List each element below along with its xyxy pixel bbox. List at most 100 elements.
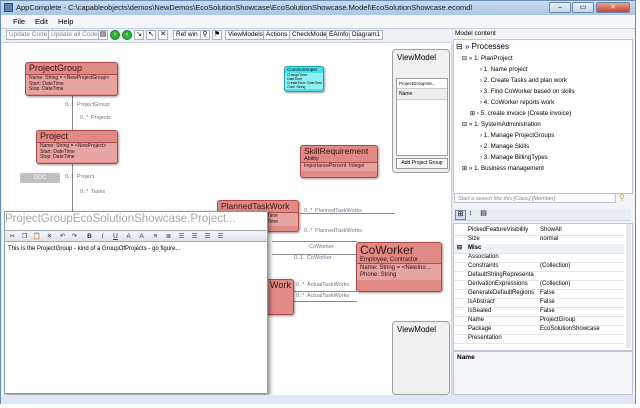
align-center-icon[interactable]: ☰ xyxy=(191,233,198,240)
tool-a-icon[interactable]: ⚲ xyxy=(200,30,210,40)
tree-item[interactable]: ⊟ » 1. SystemAdministration xyxy=(462,120,541,129)
categorized-icon[interactable]: ⊞ xyxy=(455,210,466,220)
tree-root[interactable]: ⊟ » Processes xyxy=(456,42,509,51)
copy-icon[interactable]: ❐ xyxy=(21,233,28,240)
tool-b-icon[interactable]: ⚑ xyxy=(212,30,222,40)
back-icon[interactable]: ‹ xyxy=(122,30,132,40)
justify-icon[interactable]: ☰ xyxy=(217,233,224,240)
align-left-icon[interactable]: ☰ xyxy=(178,233,185,240)
tree-item[interactable]: › 1. Manage ProjectGroups xyxy=(480,131,554,140)
bold-icon[interactable]: B xyxy=(87,233,92,240)
collapse-icon[interactable]: ⊟ xyxy=(456,42,463,51)
viewmodels-button[interactable]: ViewModels xyxy=(225,30,266,40)
tree-item[interactable]: › 1. Name project xyxy=(480,65,527,74)
class-commonsuper[interactable]: CommonSuper ChangeTime: DateTime CreateT… xyxy=(284,66,324,92)
cross-icon[interactable]: ✕ xyxy=(158,30,168,40)
numbered-list-icon[interactable]: ≣ xyxy=(165,233,172,240)
model-tree[interactable]: ⊟ » Processes ⊟ » 1. PlanProject › 1. Na… xyxy=(453,39,633,194)
close-button[interactable]: ✕ xyxy=(596,2,630,13)
tree-item[interactable]: ⊞ › 5. create invoice (Create invoice) xyxy=(470,109,571,118)
property-row[interactable]: Presentation xyxy=(454,334,624,344)
cut-icon[interactable]: ✂ xyxy=(9,233,16,240)
pointer-icon[interactable]: ↖ xyxy=(146,30,156,40)
undo-icon[interactable]: ↶ xyxy=(59,233,66,240)
delete-icon[interactable]: ✕ xyxy=(46,233,53,240)
redo-icon[interactable]: ↷ xyxy=(71,233,78,240)
ref-win-button[interactable]: Ref win xyxy=(173,30,201,40)
tree-item[interactable]: › 3. Manage BillingTypes xyxy=(480,153,548,162)
property-value[interactable]: ProjectGroup xyxy=(540,317,576,323)
search-input[interactable]: Start a search like this [Class].[Member… xyxy=(454,193,616,203)
forward-icon[interactable]: › xyxy=(110,30,120,40)
documentation-text[interactable]: This is the ProjectGroup - kind of a Gro… xyxy=(8,246,181,252)
tree-item[interactable]: › 3. Find CoWorker based on skills xyxy=(480,87,574,96)
property-scrollbar[interactable] xyxy=(626,224,631,348)
menu-file[interactable]: File xyxy=(13,17,26,26)
property-value[interactable]: False xyxy=(540,308,555,314)
property-section[interactable]: ⊟Misc xyxy=(454,244,624,254)
minimize-button[interactable]: – xyxy=(549,2,571,13)
update-all-code-button[interactable]: Update all Code xyxy=(48,30,101,40)
class-coworker[interactable]: CoWorker Employee, Contractor Name: Stri… xyxy=(356,242,442,292)
multiplicity: 0..1 xyxy=(294,255,304,261)
add-project-group-button[interactable]: Add Project Group xyxy=(396,158,448,169)
assoc-line xyxy=(272,241,357,242)
property-value[interactable]: (Collection) xyxy=(540,281,571,287)
tree-item[interactable]: › 4. CoWorker reports work xyxy=(480,98,554,107)
property-row[interactable]: Association xyxy=(454,253,624,263)
class-project[interactable]: Project Name: String = <NewProject> Star… xyxy=(36,130,118,164)
class-skillrequirement[interactable]: SkillRequirement Ability ImportancePerce… xyxy=(300,145,378,178)
tree-item[interactable]: › 2. Manage Skills xyxy=(480,142,529,151)
underline-icon[interactable]: U xyxy=(113,233,118,240)
property-value[interactable]: ShowAll xyxy=(540,227,562,233)
properties-icon[interactable]: ▤ xyxy=(480,210,487,217)
align-right-icon[interactable]: ☰ xyxy=(204,233,211,240)
tab-diagram1[interactable]: Diagram1 xyxy=(349,30,384,40)
model-content-label: Model content xyxy=(455,30,496,37)
property-value[interactable]: normal xyxy=(540,236,559,242)
expand-icon[interactable]: ⊞ xyxy=(470,110,476,117)
collapse-icon[interactable]: ⊟ xyxy=(462,55,468,62)
tree-item[interactable]: › 2. Create Tasks and plan work xyxy=(480,76,567,85)
ea-info-button[interactable]: EAInfo xyxy=(326,30,352,40)
document-icon[interactable]: ▤ xyxy=(98,30,108,40)
alphabetical-icon[interactable]: ↕ xyxy=(468,210,473,217)
collapse-icon[interactable]: ⊟ xyxy=(457,245,463,251)
arrow-down-right-icon[interactable]: ↘ xyxy=(134,30,144,40)
search-go-icon[interactable]: ⚲ xyxy=(619,193,625,202)
property-value[interactable]: False xyxy=(540,290,555,296)
class-actualtaskwork[interactable]: Work xyxy=(266,279,294,315)
property-row[interactable]: Constraints(Collection) xyxy=(454,262,624,272)
property-value[interactable]: False xyxy=(540,299,555,305)
collapse-icon[interactable]: ⊟ xyxy=(462,121,468,128)
expand-icon[interactable]: ⊞ xyxy=(462,165,468,172)
menu-help[interactable]: Help xyxy=(58,17,74,26)
check-model-button[interactable]: CheckModel xyxy=(289,30,332,40)
bullet-list-icon[interactable]: ≡ xyxy=(153,233,158,240)
property-value[interactable]: (Collection) xyxy=(540,263,571,269)
property-value[interactable]: EcoSolutionShowcase xyxy=(540,326,600,332)
actions-button[interactable]: Actions xyxy=(263,30,291,40)
property-row[interactable]: DefaultStringRepresenta xyxy=(454,271,624,281)
font-color-icon[interactable]: A xyxy=(139,233,144,240)
tree-item[interactable]: ⊞ » 1. Business management xyxy=(462,164,544,173)
property-row[interactable]: DerivationExpressions(Collection) xyxy=(454,280,624,290)
viewmodel-panel-2[interactable]: ViewModel xyxy=(392,321,450,395)
attr: ImportancePercent: Integer xyxy=(304,163,365,169)
menu-edit[interactable]: Edit xyxy=(35,17,48,26)
font-size-icon[interactable]: A xyxy=(126,233,131,240)
italic-icon[interactable]: I xyxy=(101,233,104,240)
viewmodel-panel[interactable]: ViewModel ProjectGroupVie... Name Add Pr… xyxy=(392,49,450,173)
tree-item[interactable]: ⊟ » 1. PlanProject xyxy=(462,54,513,63)
maximize-button[interactable]: ▭ xyxy=(572,2,594,13)
paste-icon[interactable]: 📋 xyxy=(32,233,41,240)
update-code-button[interactable]: Update Code xyxy=(6,30,51,40)
class-projectgroup[interactable]: ProjectGroup Name: String = <NewProjectG… xyxy=(25,62,118,96)
